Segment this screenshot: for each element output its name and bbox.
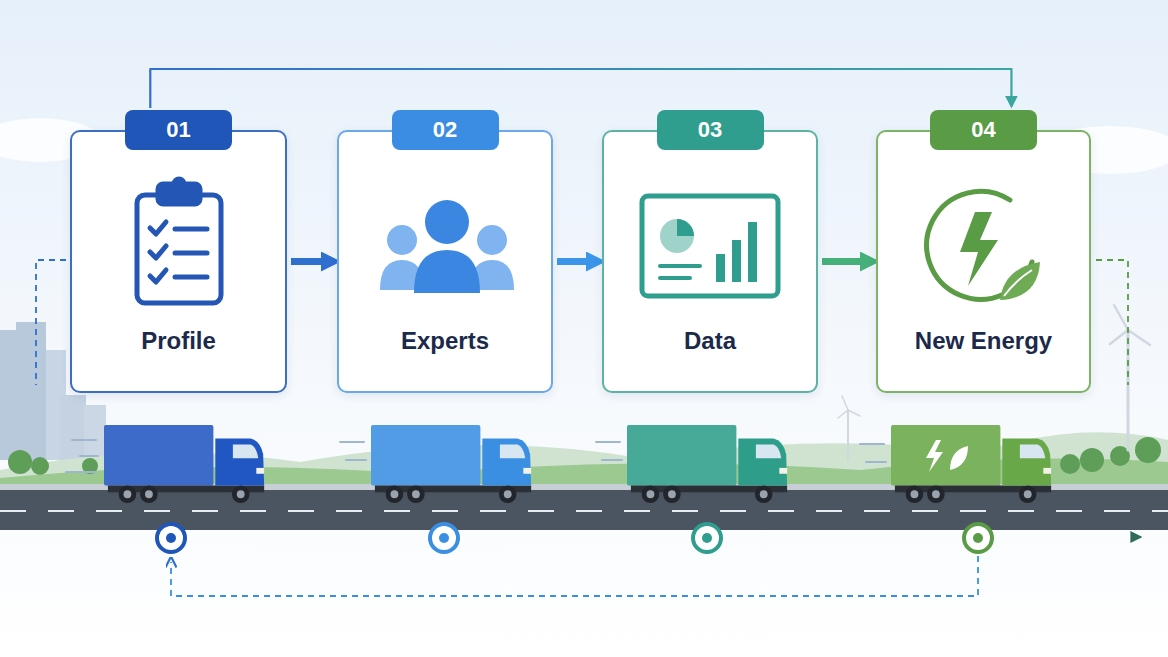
- decor-path: [150, 270, 166, 282]
- truck-green: [891, 425, 1051, 503]
- decor-line: [602, 459, 622, 461]
- step-number: 04: [930, 110, 1037, 150]
- step-label: New Energy: [915, 327, 1052, 355]
- decor-path: [677, 219, 694, 236]
- step-label: Experts: [401, 327, 489, 355]
- decor-line: [80, 455, 98, 457]
- trucks: [104, 425, 1051, 503]
- decor-path: [1000, 262, 1040, 300]
- decor-line: [72, 439, 96, 441]
- decor-circle: [430, 524, 458, 552]
- decor-line: [175, 251, 207, 256]
- decor-line: [340, 441, 364, 443]
- decor-circle: [157, 524, 185, 552]
- truck-blue: [104, 425, 264, 503]
- truck-light-blue: [371, 425, 531, 503]
- decor-path: [950, 446, 968, 470]
- decor-circle: [174, 179, 184, 189]
- decor-line: [175, 275, 207, 280]
- decor-path: [150, 222, 166, 234]
- energy-icon: [927, 191, 1040, 300]
- people-icon: [380, 200, 514, 293]
- decor-line: [848, 410, 860, 416]
- truck-teal: [627, 425, 787, 503]
- decor-line: [847, 410, 849, 460]
- step-number: 03: [657, 110, 764, 150]
- decor-circle: [477, 225, 507, 255]
- decor-line: [660, 264, 700, 268]
- decor-rect: [716, 254, 725, 282]
- decor-line: [66, 471, 96, 473]
- step-box: 02Experts: [337, 130, 553, 393]
- decor-line: [1114, 305, 1128, 330]
- decor-rect: [642, 196, 778, 296]
- decor-path: [926, 440, 943, 472]
- decor-circle: [973, 533, 983, 543]
- decor-circle: [702, 533, 712, 543]
- decor-line: [0, 510, 1168, 512]
- decor-line: [842, 396, 848, 410]
- decor-rect: [84, 405, 106, 460]
- truck-energy-mark: [926, 440, 968, 472]
- decor-path: [470, 260, 514, 290]
- decor-rect: [60, 395, 86, 460]
- decor-path: [380, 260, 424, 290]
- decor-line: [660, 276, 690, 280]
- decor-circle: [1080, 448, 1104, 472]
- decor-circle: [8, 450, 32, 474]
- decor-path: [960, 212, 998, 286]
- step-number: 02: [392, 110, 499, 150]
- decor-path: [414, 250, 480, 293]
- decor-rect: [137, 195, 221, 303]
- decor-rect: [732, 240, 741, 282]
- step-box: 04New Energy: [876, 130, 1091, 393]
- flow-arrow: [557, 258, 598, 265]
- flow-arrow: [291, 258, 333, 265]
- step-label: Data: [684, 327, 736, 355]
- decor-rect: [158, 184, 200, 204]
- decor-line: [1127, 330, 1130, 450]
- decor-line: [838, 410, 848, 418]
- decor-circle: [660, 219, 694, 253]
- decor-g: [157, 524, 992, 552]
- decor-path: [1004, 270, 1032, 296]
- decor-circle: [439, 533, 449, 543]
- decor-line: [1128, 330, 1150, 345]
- step-box: 01Profile: [70, 130, 287, 393]
- decor-line: [596, 441, 620, 443]
- decor-path: [150, 246, 166, 258]
- decor-circle: [964, 524, 992, 552]
- decor-line: [346, 459, 366, 461]
- timeline: [0, 524, 1140, 552]
- decor-circle: [693, 524, 721, 552]
- step-label: Profile: [141, 327, 216, 355]
- decor-circle: [1135, 437, 1161, 463]
- decor-path: [171, 556, 978, 596]
- decor-path: [1096, 260, 1128, 385]
- decor-circle: [425, 200, 469, 244]
- decor-circle: [31, 457, 49, 475]
- decor-line: [866, 461, 886, 463]
- step-number: 01: [125, 110, 232, 150]
- flow-arrow: [822, 258, 872, 265]
- step-box: 03Data: [602, 130, 818, 393]
- decor-path: [927, 191, 1032, 299]
- decor-circle: [1060, 454, 1080, 474]
- clipboard-icon: [137, 179, 221, 303]
- decor-rect: [0, 330, 18, 460]
- loop-connector: [150, 69, 1011, 108]
- decor-line: [1110, 330, 1128, 344]
- decor-line: [860, 443, 884, 445]
- decor-circle: [387, 225, 417, 255]
- decor-rect: [748, 222, 757, 282]
- decor-path: [36, 260, 66, 385]
- dashboard-icon: [642, 196, 778, 296]
- decor-rect: [16, 322, 46, 462]
- decor-circle: [166, 533, 176, 543]
- decor-line: [175, 227, 207, 232]
